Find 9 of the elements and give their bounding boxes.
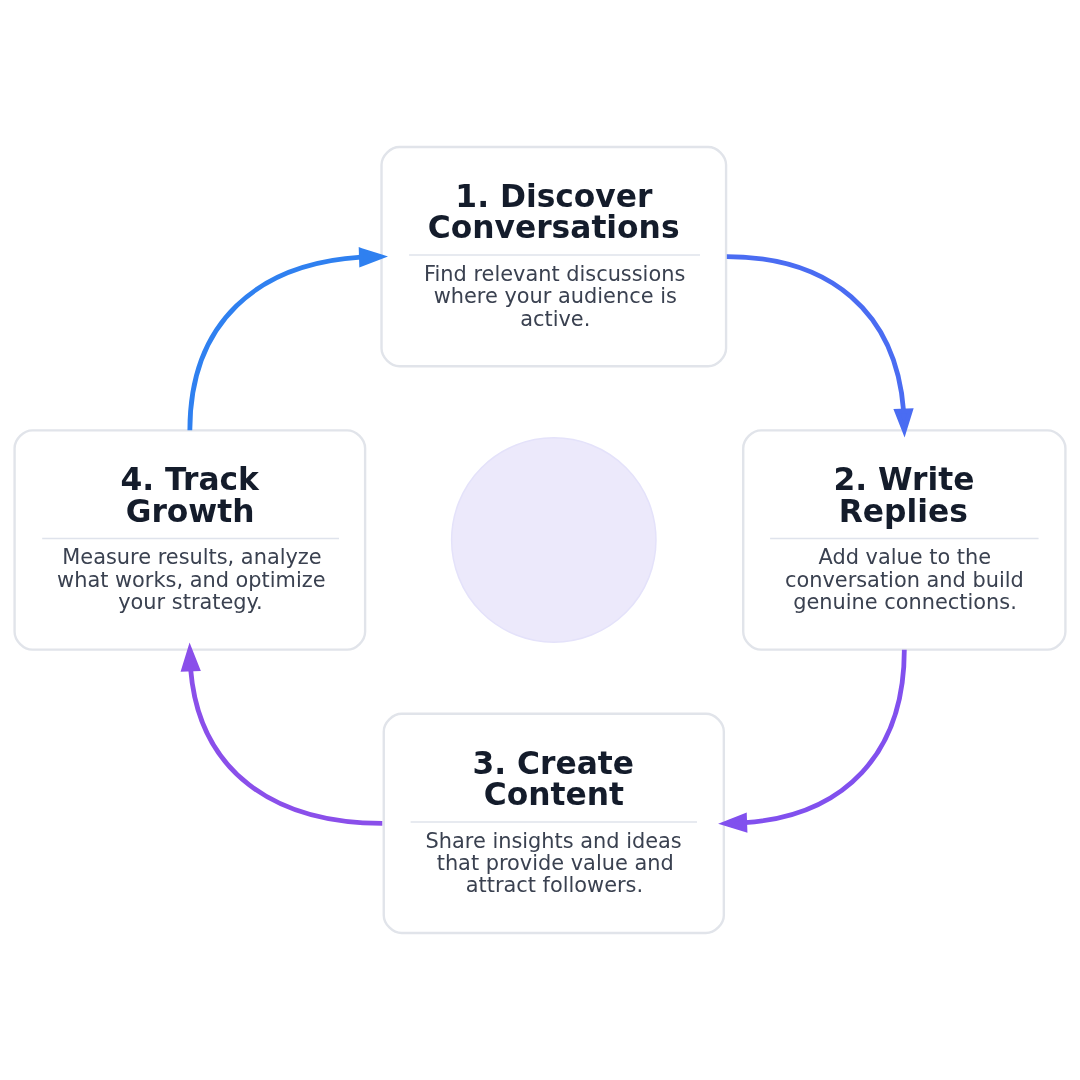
node-circle bbox=[450, 437, 657, 643]
node-box: 2. Write Replies Add value to the conversation and build genuine connections. bbox=[742, 429, 1067, 651]
node-box: 4. Track Growth Measure results, analyze what works, and optimize your strategy. bbox=[13, 429, 367, 651]
arrow bbox=[187, 247, 388, 431]
arrow bbox=[726, 254, 914, 438]
node-box: 3. Create Content Share insights and ideas that provide value and attract followers. bbox=[382, 712, 726, 935]
node-box: 1. Discover Conversations Find relevant discussions where your audience is active. bbox=[380, 145, 728, 368]
arrow bbox=[718, 649, 907, 833]
arrow bbox=[180, 642, 383, 826]
